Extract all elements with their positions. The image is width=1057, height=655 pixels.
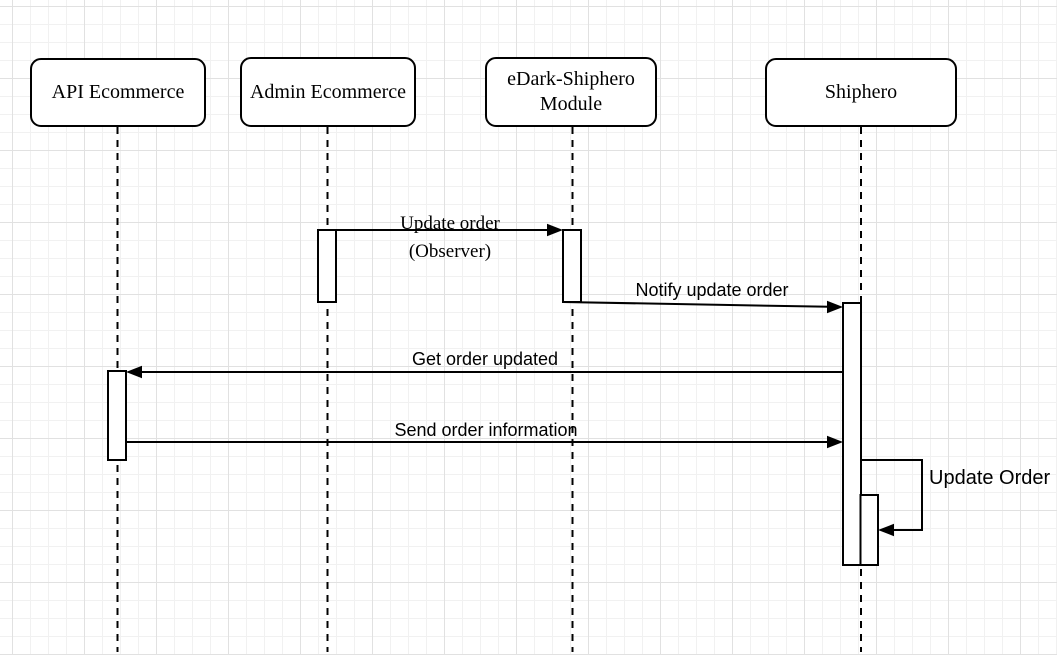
activation-bars [107,229,879,566]
message-label-notify-update-order: Notify update order [635,280,789,300]
activation-edark-shiphero-module [562,229,582,303]
message-label-update-order-self: Update Order [929,467,1051,489]
activation-api-ecommerce [107,370,127,461]
message-line-update-order-self [861,459,923,531]
lifelines [116,127,862,652]
message-label-send-order-information: Send order information [394,420,578,440]
activation-shiphero-main [842,302,862,566]
actor-shiphero: Shiphero [765,58,957,127]
message-arrows [126,223,923,537]
arrowhead-send-order-information [827,435,843,449]
arrowhead-get-order-updated [126,365,142,379]
message-line-notify-update-order [562,301,831,308]
arrowhead-update-order-self [878,523,894,537]
activation-shiphero-nested [859,494,879,566]
message-label-update-order: Update order (Observer) [400,213,500,262]
actor-admin-ecommerce: Admin Ecommerce [240,57,416,127]
actor-edark-shiphero-module: eDark-Shiphero Module [485,57,657,127]
arrowhead-notify-update-order [827,300,843,314]
actor-api-ecommerce: API Ecommerce [30,58,206,127]
arrowhead-update-order [547,223,563,237]
activation-admin-ecommerce [317,229,337,303]
message-label-get-order-updated: Get order updated [411,349,559,369]
